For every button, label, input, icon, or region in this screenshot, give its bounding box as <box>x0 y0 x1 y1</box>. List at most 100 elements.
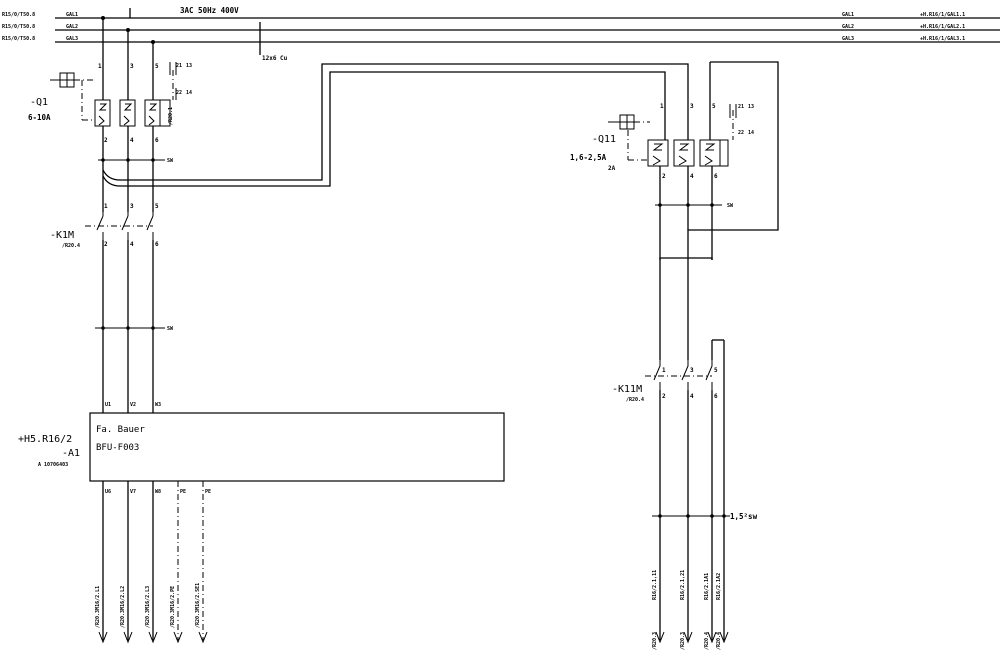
q11-side-ref: 2A <box>608 165 616 172</box>
q1-terminal-5: 5 <box>155 63 159 70</box>
q11-terminal-3: 3 <box>690 103 694 110</box>
drive-input-w3: W3 <box>155 402 161 408</box>
drive-output-u6: U6 <box>105 489 111 495</box>
q11-bus-label: SW <box>727 203 734 209</box>
drive-out-ref-4: /R20.3M16/2.PE <box>170 586 176 628</box>
drive-output-wires <box>98 481 208 644</box>
k11m-bottom-ref-1: /R20.3 <box>652 632 658 650</box>
drive-output-v7: V7 <box>130 489 136 495</box>
supply-bus <box>55 8 1000 55</box>
q11-aux-14: 14 <box>748 130 754 136</box>
drive-box <box>89 412 505 482</box>
k11m-terminal-5: 5 <box>714 367 718 374</box>
q1-terminal-3: 3 <box>130 63 134 70</box>
q11-tag: -Q11 <box>592 134 616 145</box>
k11m-terminal-2: 2 <box>662 393 666 400</box>
supply-voltage-label: 3AC 50Hz 400V <box>180 6 239 15</box>
k11m-terminal-6: 6 <box>714 393 718 400</box>
q11-terminal-2: 2 <box>662 173 666 180</box>
k11m-ref: /R20.4 <box>626 397 644 403</box>
q1-aux-21: 21 <box>176 63 182 69</box>
q1-aux-14: 14 <box>186 90 192 96</box>
k11m-bottom-ref-3: /R20.4 <box>704 632 710 650</box>
k1m-bus-label: SW <box>167 326 174 332</box>
drive-input-v2: V2 <box>130 402 136 408</box>
q1-tag: -Q1 <box>30 97 48 108</box>
k11m-output-wires <box>652 390 730 644</box>
q11-terminal-4: 4 <box>690 173 694 180</box>
k11m-terminal-4: 4 <box>690 393 694 400</box>
contactor-k1m <box>85 212 154 240</box>
phase-label-right-2: GAL2 <box>842 24 854 30</box>
q11-aux-13: 13 <box>748 104 754 110</box>
drive-tag: -A1 <box>62 448 80 459</box>
drive-output-pe2: PE <box>205 489 211 495</box>
drive-part-no: A 10706403 <box>38 462 68 468</box>
drive-out-ref-2: /R20.3M16/2.L2 <box>120 586 126 628</box>
k11m-bottom-ref-2: /R20.3 <box>680 632 686 650</box>
target-ref-2: +H.R16/1/GAL2.1 <box>920 24 965 30</box>
source-label-3: R15/0/T50.8 <box>2 36 35 42</box>
k11m-terminal-1: 1 <box>662 367 666 374</box>
node-l1 <box>101 16 105 20</box>
phase-label-right-1: GAL1 <box>842 12 854 18</box>
drive-out-ref-3: /R20.3M16/2.L3 <box>145 586 151 628</box>
drive-output-w8: W8 <box>155 489 161 495</box>
q1-output-wires <box>98 126 165 212</box>
k11m-out-ref-1: R16/2.1,11 <box>652 570 658 600</box>
q11-rating: 1,6-2,5A <box>570 153 607 162</box>
q1-aux-22: 22 <box>176 90 182 96</box>
k1m-ref: /R20.4 <box>62 243 80 249</box>
k11m-tag: -K11M <box>612 384 642 395</box>
breaker-q1 <box>50 62 177 127</box>
breaker-q11 <box>608 62 737 167</box>
k11m-cable-label: 1,5²sw <box>730 512 758 521</box>
q1-bus-label: SW <box>167 158 174 164</box>
drive-out-ref-1: /R20.3M16/2.L1 <box>95 586 101 628</box>
left-branch-wires <box>101 16 155 100</box>
drive-output-pe1: PE <box>180 489 186 495</box>
k1m-tag: -K1M <box>50 230 74 241</box>
k1m-terminal-6: 6 <box>155 241 159 248</box>
k11m-out-ref-4: R16/2.1A2 <box>716 573 722 600</box>
q1-rating: 6-10A <box>28 113 51 122</box>
phase-label-right-3: GAL3 <box>842 36 854 42</box>
node-l2 <box>126 28 130 32</box>
drive-model: BFU-F003 <box>96 443 139 453</box>
q1-terminal-4: 4 <box>130 137 134 144</box>
q11-terminal-5: 5 <box>712 103 716 110</box>
k1m-terminal-5: 5 <box>155 203 159 210</box>
drive-maker: Fa. Bauer <box>96 425 145 435</box>
q11-terminal-6: 6 <box>714 173 718 180</box>
contactor-k11m <box>645 258 725 630</box>
k1m-terminal-4: 4 <box>130 241 134 248</box>
k1m-terminal-3: 3 <box>130 203 134 210</box>
phase-label-2: GAL2 <box>66 24 78 30</box>
target-ref-1: +H.R16/1/GAL1.1 <box>920 12 965 18</box>
q11-aux-22: 22 <box>738 130 744 136</box>
drive-location: +H5.R16/2 <box>18 434 72 445</box>
k1m-terminal-1: 1 <box>104 203 108 210</box>
drive-input-u1: U1 <box>105 402 111 408</box>
node-l3 <box>151 40 155 44</box>
k1m-output-wires <box>95 240 165 413</box>
k11m-out-ref-3: R16/2.1A1 <box>704 573 710 600</box>
phase-label-1: GAL1 <box>66 12 78 18</box>
source-label-1: R15/0/T50.8 <box>2 12 35 18</box>
k11m-bottom-ref-4: /R20.4 <box>716 632 722 650</box>
q1-terminal-6: 6 <box>155 137 159 144</box>
phase-label-3: GAL3 <box>66 36 78 42</box>
q1-side-ref: /R20.1 <box>168 107 174 125</box>
q1-terminal-2: 2 <box>104 137 108 144</box>
q1-aux-13: 13 <box>186 63 192 69</box>
q1-terminal-1: 1 <box>98 63 102 70</box>
drive-out-ref-5: /R20.3M16/2.SE1 <box>195 583 201 628</box>
q11-output-wires <box>655 166 722 260</box>
k11m-out-ref-2: R16/2.1,21 <box>680 570 686 600</box>
q11-aux-21: 21 <box>738 104 744 110</box>
k11m-terminal-3: 3 <box>690 367 694 374</box>
k1m-terminal-2: 2 <box>104 241 108 248</box>
feed-loop <box>102 61 779 360</box>
